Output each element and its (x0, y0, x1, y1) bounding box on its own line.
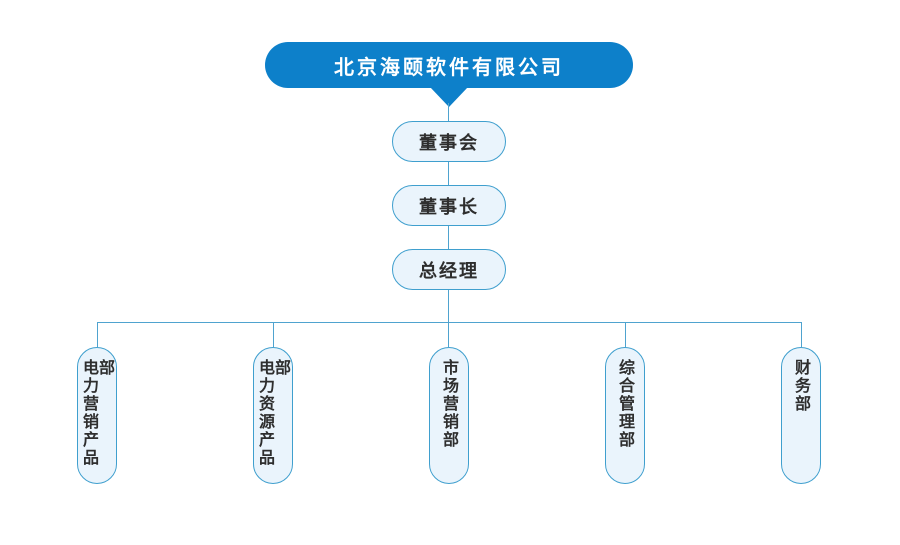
org-node-dept-general-management: 综合管理部 (605, 347, 645, 484)
org-node-chairman: 董事长 (392, 185, 506, 226)
org-node-root-label: 北京海颐软件有限公司 (334, 54, 564, 79)
dept-label: 市场营销部 (440, 359, 459, 449)
connector-drop-dept-4 (625, 322, 626, 347)
org-node-dept-power-marketing-products: 电力营销产品部 (77, 347, 117, 484)
org-node-general-manager: 总经理 (392, 249, 506, 290)
org-node-root: 北京海颐软件有限公司 (265, 42, 633, 88)
org-node-dept-finance: 财务部 (781, 347, 821, 484)
dept-label: 综合管理部 (616, 359, 635, 449)
root-pointer-triangle (430, 87, 468, 107)
connector-drop-dept-5 (801, 322, 802, 347)
connector-branch-horizontal (97, 322, 801, 323)
org-node-board: 董事会 (392, 121, 506, 162)
connector-root-to-board (448, 103, 449, 122)
connector-board-to-chairman (448, 162, 449, 185)
connector-drop-dept-2 (273, 322, 274, 347)
org-node-dept-marketing: 市场营销部 (429, 347, 469, 484)
org-node-chairman-label: 董事长 (419, 196, 479, 218)
dept-label: 财务部 (792, 359, 811, 413)
connector-chairman-to-gm (448, 226, 449, 249)
dept-label: 电力营销产品部 (80, 359, 115, 467)
connector-gm-to-branch (448, 290, 449, 322)
org-node-dept-power-resource-products: 电力资源产品部 (253, 347, 293, 484)
org-node-board-label: 董事会 (419, 132, 479, 154)
connector-drop-dept-1 (97, 322, 98, 347)
dept-label: 电力资源产品部 (256, 359, 291, 467)
connector-drop-dept-3 (448, 322, 449, 347)
org-node-general-manager-label: 总经理 (419, 260, 479, 282)
